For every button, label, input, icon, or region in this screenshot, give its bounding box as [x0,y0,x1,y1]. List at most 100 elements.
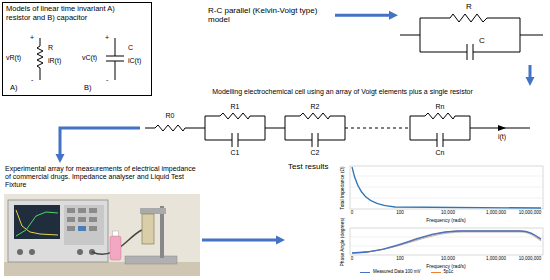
model-caption: R-C parallel (Kelvin-Voigt type) model [205,4,335,26]
impedance-chart-part [352,167,541,208]
tick-label: 1,000,000 [486,211,506,216]
voltage-label: vC(t) [82,54,97,61]
phase-chart-part [352,232,541,253]
arrow-shaft [60,128,140,156]
rc-model: RC [398,3,545,65]
tick-label: 10,000,000 [519,211,542,216]
legend-item: 5p1c [431,270,454,275]
arrow-shaft [529,65,532,79]
arrow-head [56,154,65,163]
voigt-array-circuit-part [410,113,530,147]
tick-label: 0 [351,257,354,262]
rc-parallel-circuit [400,14,543,60]
lab-photo-part [89,208,97,213]
node-text: Modelling electrochemical cell using an … [143,88,542,96]
arrow-head [526,77,535,86]
tick-label: 100 [396,211,404,216]
flow-arrow [335,11,398,20]
polarity-sign: - [31,76,33,83]
lab-photo-part [77,249,83,255]
flow-arrow [202,236,285,245]
lab-photo-part [89,226,97,231]
capacitor-label: C [128,44,133,51]
phase-chart-part [350,237,543,246]
lab-photo-part [89,217,97,222]
impedance-chart [350,166,543,209]
rc-parallel-circuit-part [400,14,543,60]
node-text: C [479,36,485,45]
tick-label: 10,000 [441,257,455,262]
lab-photo-part [16,212,58,236]
axis-title: Frequency (rad/s) [426,218,465,223]
arrow-shaft [202,239,278,242]
axis-title: Total Impedance (Ω) [341,166,346,209]
results-panel: Test results [285,160,548,278]
node-text: Models of linear time invariant A) resis… [6,5,116,22]
lab-photo-part [113,231,119,236]
capacitor-symbol [106,38,124,80]
tick-label: 10,000 [441,211,455,216]
capacitor-label: C2 [311,149,320,156]
polarity-sign: + [105,34,109,41]
capacitor-label: Cn [436,149,445,156]
voigt-array-circuit-part [498,125,506,131]
resistor-symbol-part [37,38,43,80]
phase-chart-part [352,231,541,253]
panel-letter: B) [84,84,92,92]
lab-photo-part [16,210,58,235]
voigt-array-circuit-part [145,125,205,131]
legend-sample [431,272,441,273]
lab-photo-part [64,205,104,245]
lab-photo-part [78,226,86,231]
current-label: iC(t) [128,57,141,64]
tick-label: 0 [351,211,354,216]
lab-photo-part [67,208,75,213]
lab-photo-part [140,208,166,214]
chart-legend: Measured Data 100 mV 5p1c [360,270,453,275]
legend-text: Measured Data 100 mV [373,270,421,275]
resistor-label: R1 [231,103,240,110]
node-text: R-C parallel (Kelvin-Voigt type) model [208,6,332,24]
lab-photo-part [4,194,200,276]
tick-label: 100 [396,257,404,262]
capacitor-symbol-part [106,38,124,80]
axis-title: Phase Angle (degrees) [341,218,346,267]
polarity-sign: + [30,34,34,41]
lab-photo-part [14,205,60,239]
arrow-shaft [335,14,391,17]
resistor-label: R [48,44,53,51]
voigt-array-circuit-part [205,113,285,147]
phase-chart [350,228,543,255]
panel-letter: A) [10,84,18,92]
impedance-chart-part [350,166,543,209]
lab-photo-part [125,256,177,264]
node-text: Experimental array for measurements of e… [5,165,199,189]
lab-photo-part [142,214,154,244]
legend-sample [360,272,370,273]
current-label: iR(t) [48,57,61,64]
lab-photo-part [78,217,86,222]
capacitor-label: C1 [231,149,240,156]
impedance-chart-part [350,176,543,198]
resistor-symbol [37,38,43,80]
lab-photo-part [110,236,121,260]
lab-photo-part [67,226,75,231]
tick-label: 1,000,000 [486,257,506,262]
lab-photo-part [17,249,23,255]
voigt-array-circuit-part [345,128,410,129]
lab-photo-part [29,249,35,255]
resistor-label: R2 [311,103,320,110]
node-text: Test results [288,162,545,171]
voltage-label: vR(t) [6,54,21,61]
legend-text: 5p1c [444,270,454,275]
legend-item: Measured Data 100 mV [360,270,421,275]
resistor-label: Rn [436,103,445,110]
arrow-head [276,236,285,245]
arrow-head [389,11,398,20]
voigt-array-circuit-part [285,113,345,147]
resistor-label: R0 [166,112,175,119]
phase-chart-part [350,228,543,255]
